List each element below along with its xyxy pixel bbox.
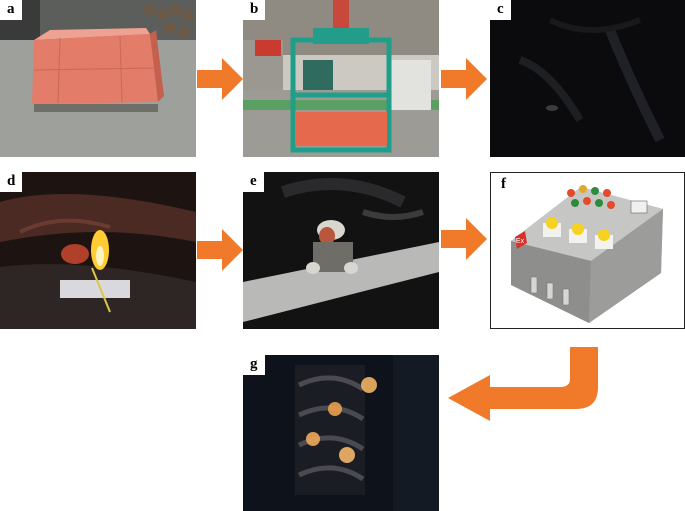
arrow-e-to-f bbox=[441, 218, 487, 260]
panel-label-c: c bbox=[490, 0, 511, 20]
panel-e: e bbox=[243, 172, 439, 329]
photo-e-worker bbox=[243, 172, 439, 329]
photo-a-packaged-box bbox=[0, 0, 196, 157]
photo-b-lifting-frame bbox=[243, 0, 439, 157]
panel-c: c bbox=[490, 0, 685, 157]
panel-g: g bbox=[243, 355, 439, 511]
exproof-mark-text: Ex bbox=[516, 238, 525, 245]
panel-label-b: b bbox=[243, 0, 266, 20]
panel-d: d bbox=[0, 172, 196, 329]
panel-label-f: f bbox=[494, 175, 513, 195]
arrow-d-to-e bbox=[197, 229, 243, 271]
panel-b: b bbox=[243, 0, 439, 157]
panel-f: Ex f bbox=[490, 172, 685, 329]
panel-label-d: d bbox=[0, 172, 23, 192]
panel-label-e: e bbox=[243, 172, 264, 192]
photo-f-control-box: Ex bbox=[491, 173, 684, 328]
photo-c-dark-interior bbox=[490, 0, 685, 157]
photo-d-flame bbox=[0, 172, 196, 329]
panel-a: a bbox=[0, 0, 196, 157]
panel-label-g: g bbox=[243, 355, 265, 375]
panel-label-a: a bbox=[0, 0, 22, 20]
arrow-f-to-g bbox=[448, 347, 598, 421]
arrow-a-to-b bbox=[197, 58, 243, 100]
arrow-b-to-c bbox=[441, 58, 487, 100]
photo-g-heating-lights bbox=[243, 355, 439, 511]
